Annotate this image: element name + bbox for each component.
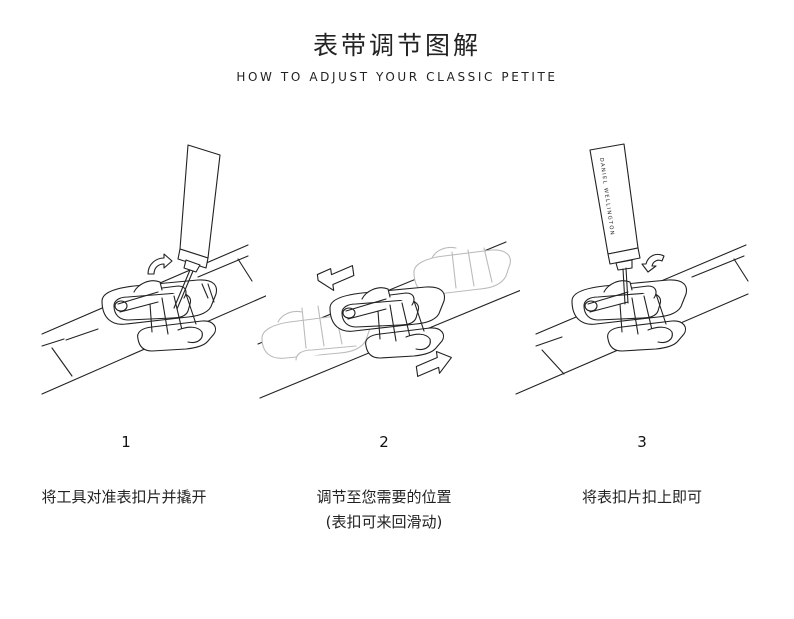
step-3-illustration: DANIEL WELLINGTON [512, 108, 776, 408]
step-2-caption-line1: 调节至您需要的位置 [316, 488, 452, 506]
tool-screwdriver [173, 144, 221, 310]
slide-arrow-left [316, 265, 355, 291]
step-1-number: 1 [121, 433, 131, 451]
slide-arrow-right [415, 351, 452, 377]
step-3-number: 3 [637, 433, 647, 451]
step-2-caption: 调节至您需要的位置 (表扣可来回滑动) [252, 485, 516, 535]
step-1-caption-line1: 将工具对准表扣片并撬开 [41, 488, 207, 506]
tool-screwdriver: DANIEL WELLINGTON [589, 143, 641, 305]
step-1-illustration [2, 108, 266, 408]
step-1-caption: 将工具对准表扣片并撬开 [0, 485, 256, 510]
clasp [329, 286, 446, 359]
step-2-illustration [256, 108, 520, 408]
step-2-number: 2 [379, 433, 389, 451]
clasp [571, 279, 688, 352]
step-2-caption-line2: (表扣可来回滑动) [325, 513, 443, 531]
step-3-caption: 将表扣片扣上即可 [510, 485, 774, 510]
clasp [101, 279, 218, 352]
step-3-caption-line1: 将表扣片扣上即可 [581, 488, 702, 506]
press-arrow [641, 253, 665, 273]
page-subtitle: HOW TO ADJUST YOUR CLASSIC PETITE [236, 70, 558, 84]
lift-arrow [147, 253, 173, 275]
page-title: 表带调节图解 [312, 31, 481, 60]
